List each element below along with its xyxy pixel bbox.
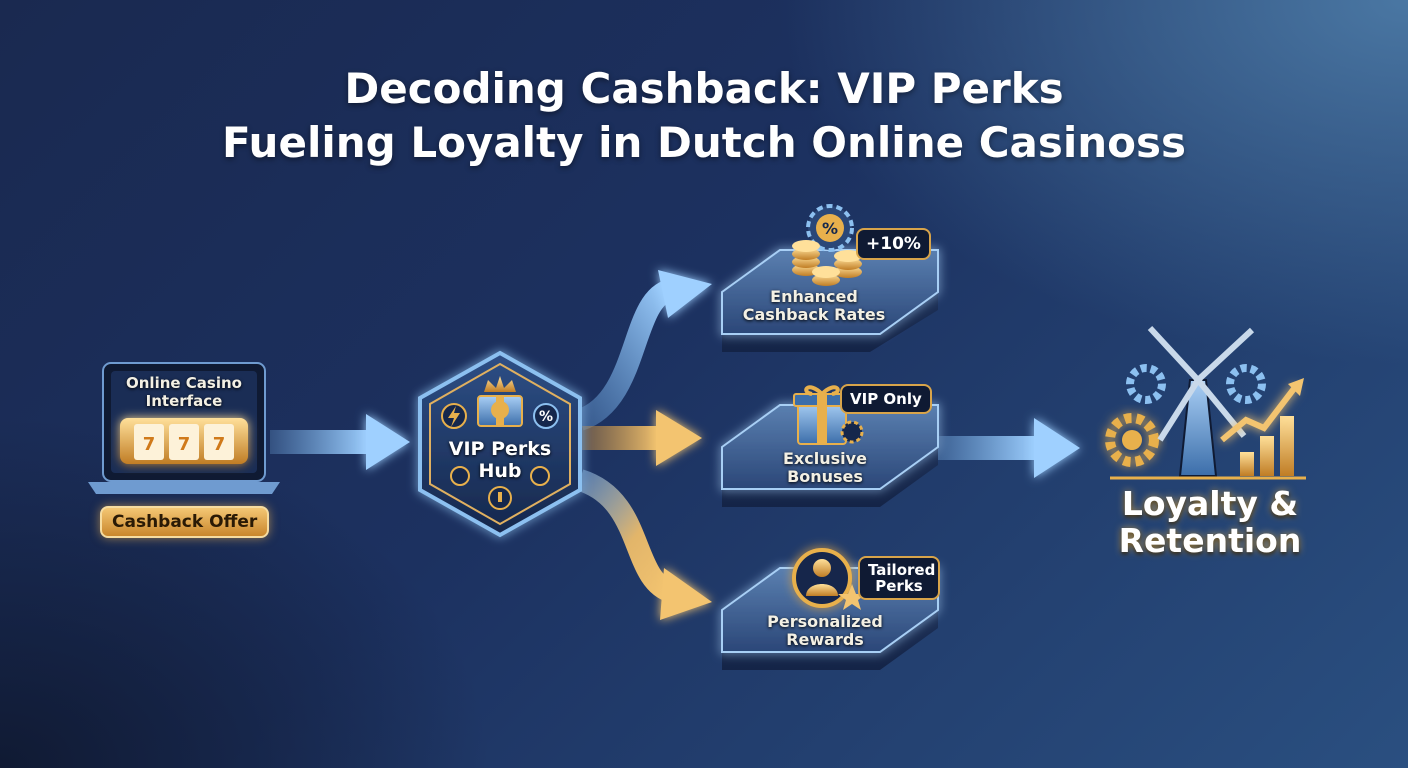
arrow-to-hub [270, 414, 410, 470]
perk-3-label: Personalized Rewards [767, 612, 883, 649]
perk-1-label: Enhanced Cashback Rates [742, 287, 886, 324]
arrow-to-perk-1 [575, 270, 712, 431]
perk-2-tag: VIP Only [840, 384, 932, 414]
svg-text:7: 7 [213, 434, 226, 455]
crown-gift-icon [477, 376, 523, 427]
arrow-to-perk-2 [580, 410, 702, 466]
title-line-2: Fueling Loyalty in Dutch Online Casinoss [221, 118, 1187, 167]
perk-1-tag: +10% [856, 228, 931, 260]
cashback-offer-badge: Cashback Offer [100, 506, 270, 538]
perk-tile-1 [721, 249, 939, 352]
perk-tile-2 [721, 404, 939, 507]
svg-text:7: 7 [143, 434, 156, 455]
percent-icon: % [533, 403, 559, 429]
lightning-icon [441, 403, 467, 429]
svg-text:7: 7 [178, 434, 191, 455]
page-title: Decoding Cashback: VIP Perks Fueling Loy… [0, 62, 1408, 170]
arrow-to-perk-3 [576, 469, 712, 620]
title-line-1: Decoding Cashback: VIP Perks [344, 64, 1064, 113]
perk-3-tag: Tailored Perks [858, 556, 940, 600]
perk-2-label: Exclusive Bonuses [783, 449, 867, 486]
laptop-screen-label: Online Casino Interface [126, 374, 242, 410]
svg-text:%: % [539, 409, 553, 425]
laptop-icon: 7 7 7 [88, 362, 280, 494]
user-star-icon [792, 548, 866, 610]
windmill-growth-icon [1105, 325, 1306, 480]
gift-icon [793, 385, 864, 445]
outcome-label: Loyalty & Retention [1118, 484, 1302, 560]
hub-coin-left-icon [450, 466, 470, 486]
hub-label: VIP Perks Hub [448, 438, 552, 482]
arrow-to-outcome [930, 418, 1080, 478]
hub-coin-right-icon [530, 466, 550, 486]
slot-machine-icon: 7 7 7 [120, 418, 248, 464]
svg-text:%: % [822, 219, 838, 238]
coins-gear-icon: % [792, 204, 862, 286]
hub-hexagon: % [418, 350, 582, 538]
